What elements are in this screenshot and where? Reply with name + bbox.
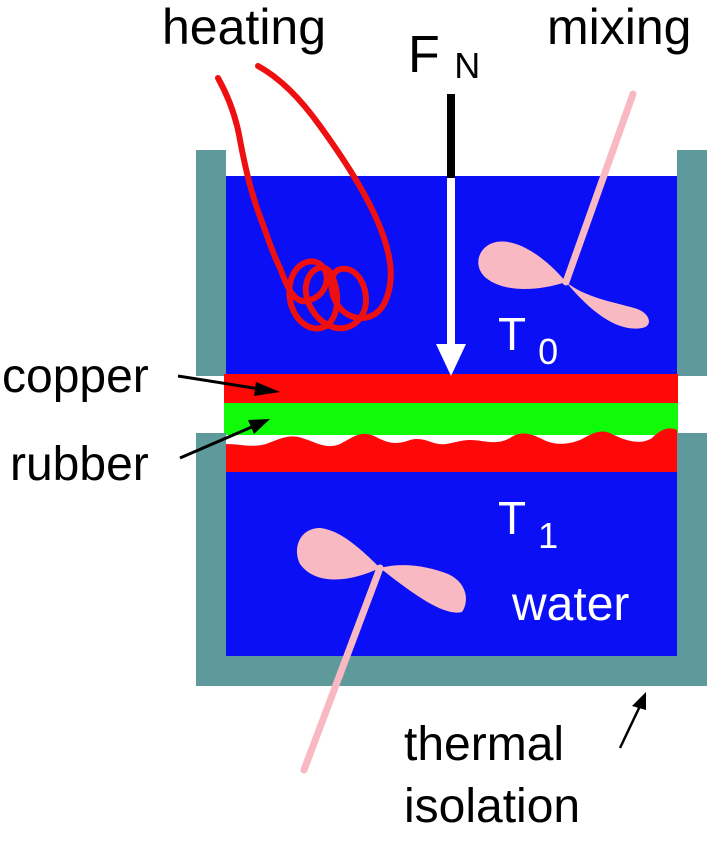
- copper-label: copper: [2, 350, 149, 403]
- rubber-layer: [224, 403, 678, 435]
- upper-copper-plate: [224, 374, 678, 404]
- lower-vessel: [196, 433, 707, 686]
- isolation-pointer-head: [632, 692, 646, 710]
- force-label-main: F: [408, 26, 440, 84]
- temp-bottom-label: T 1: [498, 492, 558, 556]
- rubber-pointer: [179, 419, 270, 460]
- lower-mixer: [296, 528, 466, 774]
- lower-mixer-blade-right: [380, 565, 466, 613]
- lower-mixer-shaft: [300, 564, 384, 774]
- force-shaft-white: [447, 178, 455, 348]
- isolation-label-line1: thermal: [404, 718, 564, 771]
- copper-pointer: [177, 374, 280, 396]
- upper-right-wall: [677, 150, 707, 376]
- force-label: F N: [408, 26, 480, 86]
- lower-right-wall: [677, 433, 707, 686]
- temp-top-label: T 0: [498, 308, 558, 372]
- rubber-pointer-head: [248, 419, 270, 434]
- rubber-pointer-line: [179, 424, 255, 460]
- copper-pointer-line: [177, 374, 261, 391]
- isolation-pointer: [618, 692, 646, 749]
- force-shaft-black: [447, 94, 455, 178]
- temp-top-main: T: [498, 308, 526, 360]
- temp-bottom-sub: 1: [538, 515, 558, 556]
- isolation-label-line2: isolation: [404, 780, 580, 833]
- isolation-pointer-line: [618, 705, 642, 749]
- rubber-label: rubber: [10, 438, 149, 491]
- lower-left-wall: [196, 433, 226, 686]
- temp-top-sub: 0: [538, 331, 558, 372]
- temp-bottom-main: T: [498, 492, 526, 544]
- upper-mixer-blade-left: [478, 241, 566, 289]
- heating-coil: [215, 63, 394, 332]
- force-arrowhead: [436, 344, 466, 376]
- upper-mixer-blade-right: [566, 282, 649, 329]
- mixing-label: mixing: [547, 0, 691, 55]
- lower-copper-plate: [226, 428, 677, 472]
- lower-mixer-blade-left: [296, 528, 380, 580]
- force-arrow: [436, 94, 466, 376]
- copper-pointer-head: [254, 382, 280, 396]
- lower-bottom-wall: [196, 656, 707, 686]
- upper-left-wall: [196, 150, 226, 376]
- heating-label: heating: [162, 0, 326, 55]
- upper-mixer: [478, 90, 649, 329]
- water-label: water: [511, 578, 629, 631]
- force-label-sub: N: [454, 45, 480, 86]
- upper-mixer-shaft: [562, 90, 637, 286]
